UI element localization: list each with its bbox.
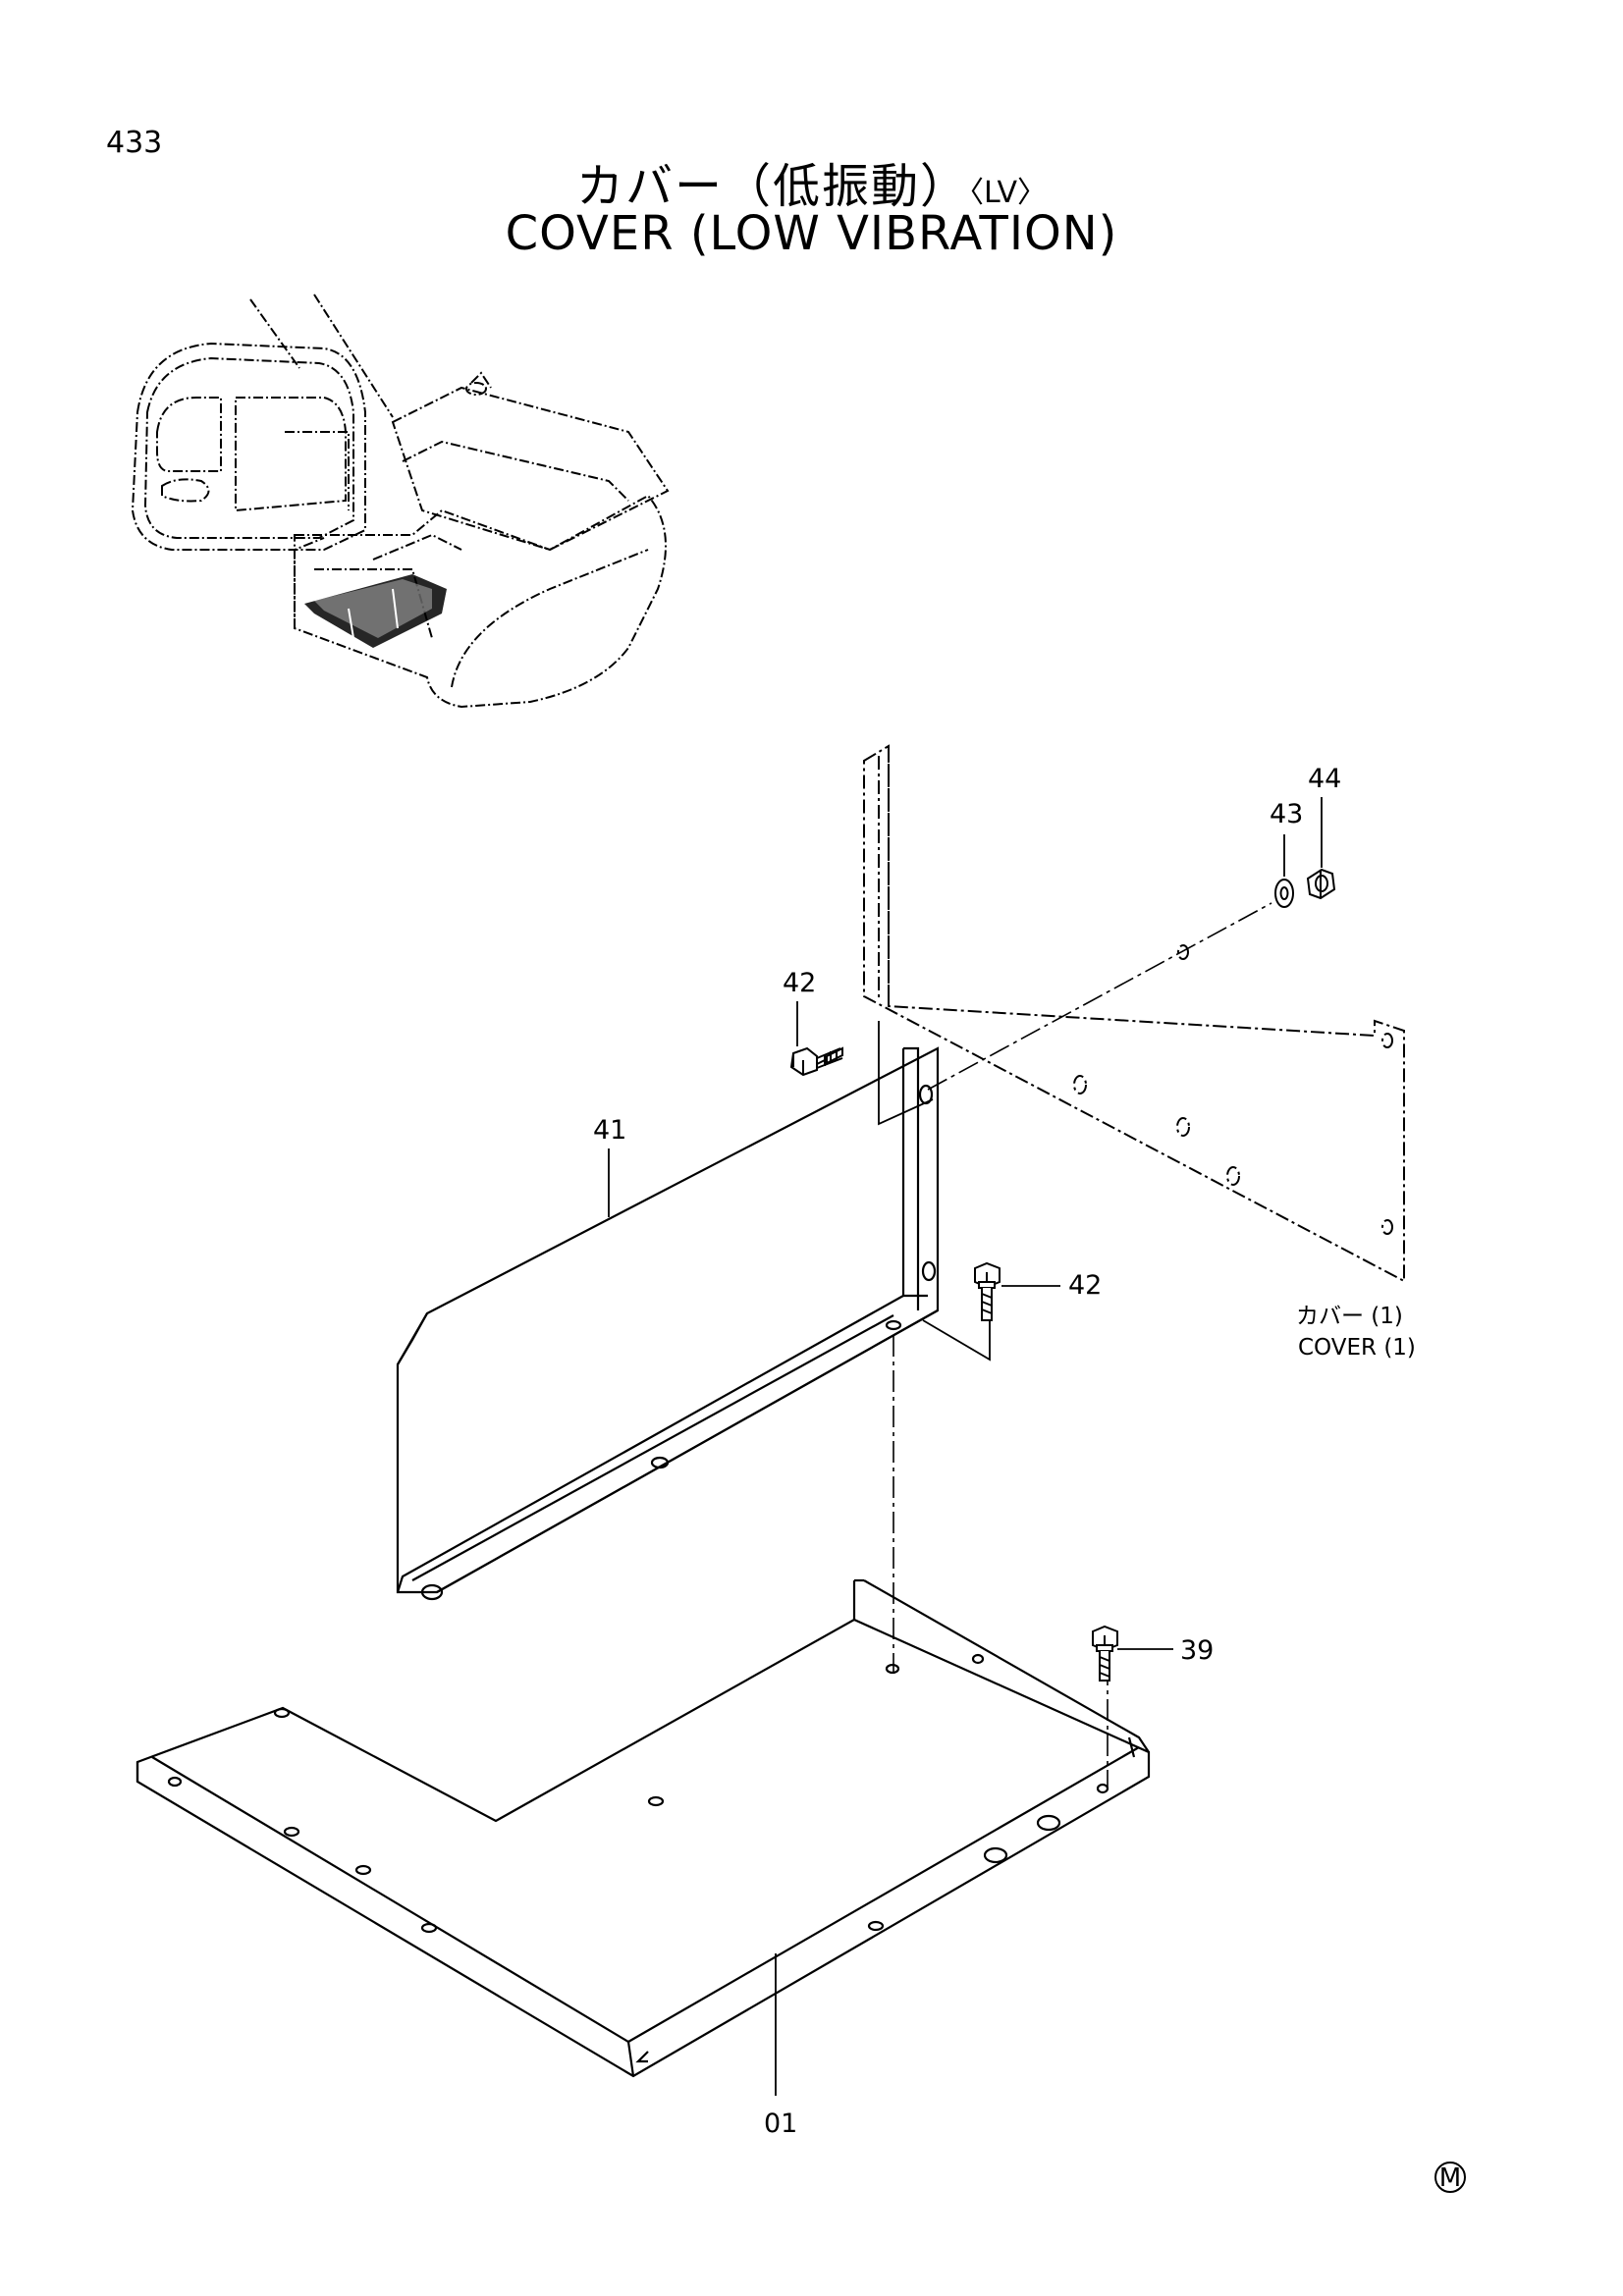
callout-42-upper: 42 [783,968,816,998]
callout-43: 43 [1270,799,1303,829]
leader-lines [608,797,1323,2096]
reference-label-en: COVER (1) [1298,1335,1416,1361]
machine-overview-sketch [131,294,670,709]
reference-label-jp: カバー (1) [1296,1304,1403,1329]
part-39-bolt [1092,1625,1118,1682]
part-01-tray [135,1578,1151,2078]
page-number: 433 [106,126,163,160]
manufacturer-mark-icon: M [1434,2162,1466,2193]
bolt-position-brackets [878,1021,991,1362]
manufacturer-mark-letter: M [1439,2163,1461,2193]
callout-41: 41 [593,1115,626,1146]
part-44-nut [1306,868,1336,900]
title-variant-tag: 〈LV〉 [969,176,1047,210]
part-42-bolt-upper [789,1046,843,1077]
reference-cover-outline [863,744,1405,1283]
part-42-bolt-lower [974,1261,1001,1321]
callout-44: 44 [1308,764,1341,794]
part-43-washer [1274,879,1294,908]
part-41-bracket [396,1046,940,1601]
callout-39: 39 [1180,1635,1214,1666]
callout-01: 01 [764,2109,797,2139]
title-japanese-text: カバー（低振動） [576,159,970,214]
callout-42-lower: 42 [1068,1270,1102,1301]
title-english: COVER (LOW VIBRATION) [505,206,1118,261]
part-location-highlight [304,574,447,648]
assembly-center-lines [893,902,1272,1789]
title-japanese: カバー（低振動）〈LV〉 [0,147,1623,216]
